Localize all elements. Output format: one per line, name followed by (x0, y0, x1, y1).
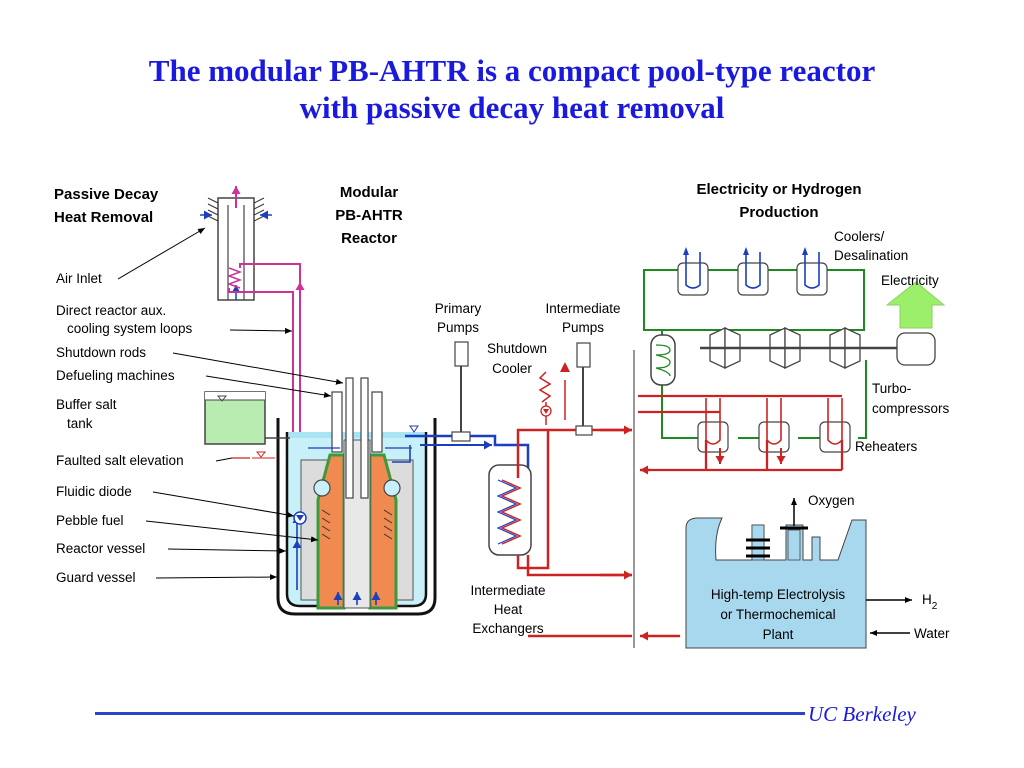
label-primary-pumps-1: Primary (435, 301, 482, 316)
recuperator (650, 334, 676, 386)
label-defueling: Defueling machines (56, 368, 175, 383)
guard-vessel (276, 418, 437, 616)
label-shutdown-cooler-2: Cooler (492, 361, 532, 376)
label-plant-2: or Thermochemical (720, 607, 835, 622)
label-air-inlet: Air Inlet (56, 271, 102, 286)
modular-header-2: PB-AHTR (335, 207, 403, 224)
label-water: Water (914, 626, 950, 641)
label-reactor-vessel: Reactor vessel (56, 541, 145, 556)
label-buffer-1: Buffer salt (56, 397, 117, 412)
title-line-2: with passive decay heat removal (299, 90, 725, 125)
modular-header-3: Reactor (341, 230, 397, 247)
label-ihx-3: Exchangers (472, 621, 544, 636)
label-h2-sub: 2 (932, 601, 938, 612)
label-intermediate-pumps-1: Intermediate (545, 301, 620, 316)
label-shutdown-rods: Shutdown rods (56, 345, 146, 360)
air-chimney (200, 186, 272, 301)
label-direct-aux-1: Direct reactor aux. (56, 303, 166, 318)
label-fluidic-diode: Fluidic diode (56, 484, 132, 499)
label-direct-aux-2: cooling system loops (67, 321, 193, 336)
label-plant-1: High-temp Electrolysis (711, 587, 846, 602)
label-intermediate-pumps-2: Pumps (562, 320, 604, 335)
label-coolers-2: Desalination (834, 248, 908, 263)
leader-lines (117, 227, 344, 581)
primary-pump (451, 341, 471, 442)
aux-cooling-loop (228, 263, 301, 510)
intermediate-loop (516, 428, 632, 638)
label-turbo-1: Turbo- (872, 381, 911, 396)
footer-affiliation: UC Berkeley (808, 702, 916, 726)
turbo-compressors (700, 326, 936, 370)
label-guard-vessel: Guard vessel (56, 570, 136, 585)
defueling-machines (331, 391, 383, 453)
label-h2: H2 (922, 592, 938, 612)
shutdown-cooler (538, 362, 570, 425)
label-ihx-2: Heat (494, 602, 523, 617)
primary-loop (405, 434, 530, 475)
hydrogen-plant (685, 517, 867, 649)
title-line-1: The modular PB-AHTR is a compact pool-ty… (148, 53, 876, 88)
label-pebble-fuel: Pebble fuel (56, 513, 124, 528)
label-ihx-1: Intermediate (470, 583, 545, 598)
primary-pump-wheel-left (313, 479, 331, 497)
production-header-1: Electricity or Hydrogen (696, 181, 861, 198)
buffer-salt-tank (204, 391, 290, 445)
label-oxygen: Oxygen (808, 493, 855, 508)
label-turbo-2: compressors (872, 401, 950, 416)
reheaters (697, 398, 851, 453)
hot-supply-lines (638, 394, 844, 472)
intermediate-heat-exchanger (488, 464, 532, 556)
modular-header-1: Modular (340, 184, 398, 201)
label-reheaters: Reheaters (855, 439, 918, 454)
label-plant-3: Plant (763, 627, 794, 642)
label-coolers-1: Coolers/ (834, 229, 885, 244)
slide-title: The modular PB-AHTR is a compact pool-ty… (0, 52, 1024, 126)
footer-rule (95, 712, 805, 715)
label-shutdown-cooler-1: Shutdown (487, 341, 547, 356)
label-primary-pumps-2: Pumps (437, 320, 479, 335)
label-electricity: Electricity (881, 273, 939, 288)
label-h2-main: H (922, 592, 932, 607)
electricity-arrow (885, 281, 946, 329)
label-buffer-2: tank (67, 416, 93, 431)
coolers (677, 247, 828, 296)
production-header-2: Production (739, 204, 818, 221)
passive-header-1: Passive Decay (54, 186, 159, 203)
passive-header-2: Heat Removal (54, 209, 153, 226)
shutdown-rods (345, 377, 369, 499)
faulted-salt-marker (232, 451, 275, 459)
primary-pump-wheel-right (383, 479, 401, 497)
intermediate-pump (575, 342, 593, 436)
label-faulted-salt: Faulted salt elevation (56, 453, 184, 468)
